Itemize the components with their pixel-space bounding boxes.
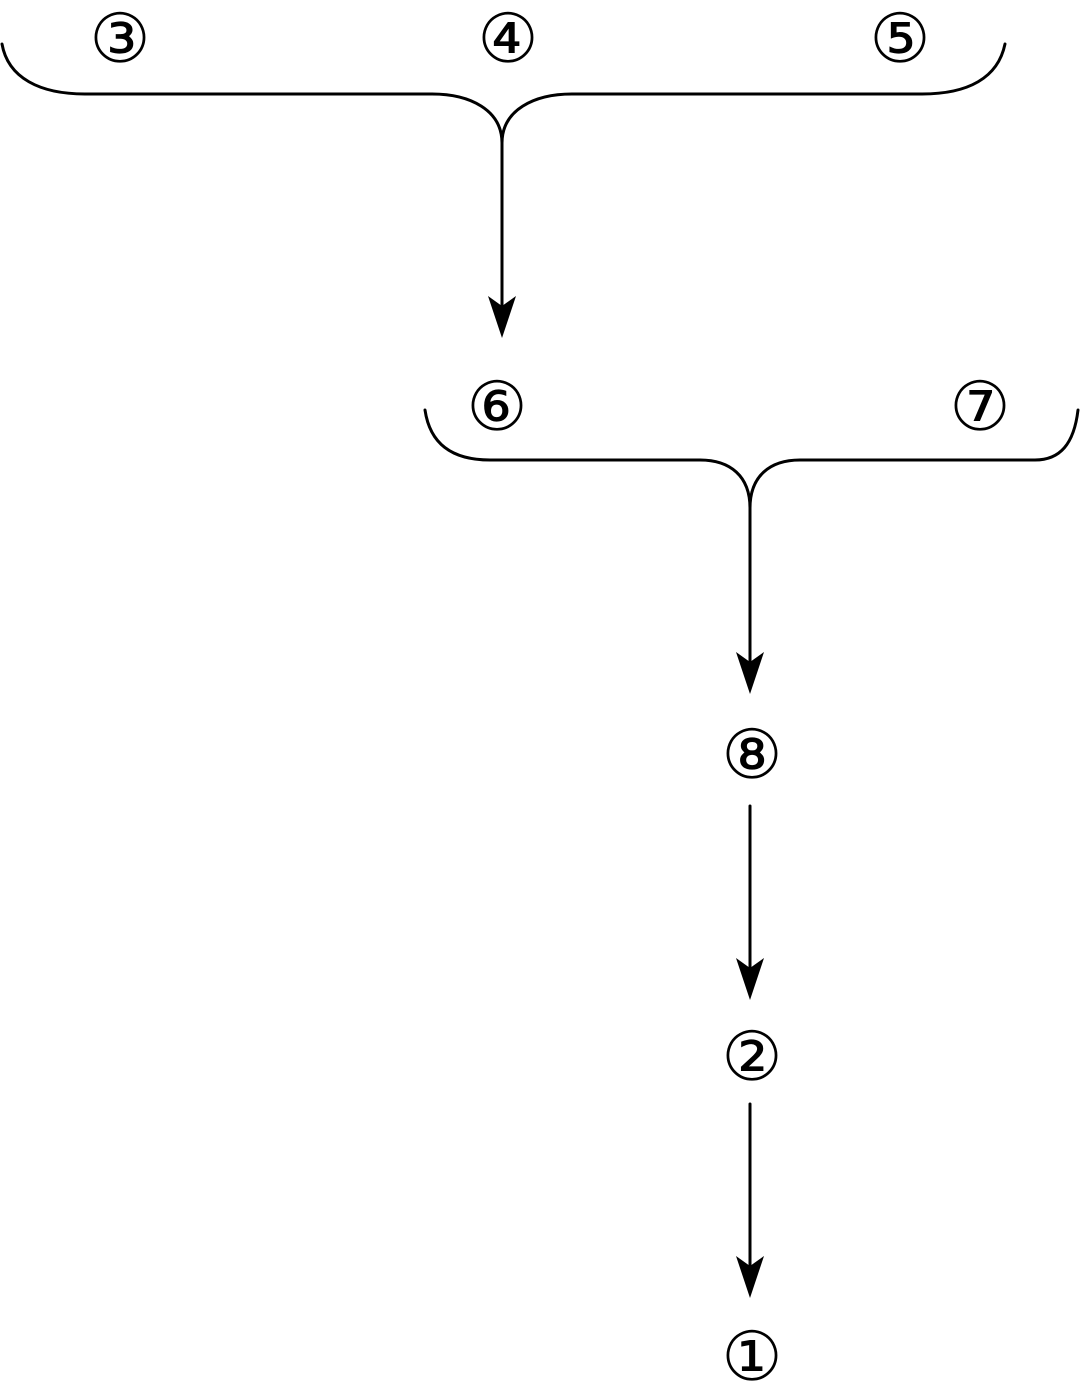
node-8: ⑧ (722, 716, 783, 795)
arrowhead-3 (736, 958, 764, 1000)
node-4: ④ (478, 0, 539, 79)
node-2: ② (722, 1018, 783, 1097)
arrowhead-1 (488, 296, 516, 338)
node-1: ① (722, 1318, 783, 1397)
node-3: ③ (90, 0, 151, 79)
node-5: ⑤ (870, 0, 931, 79)
arrowhead-4 (736, 1256, 764, 1298)
node-6: ⑥ (467, 368, 528, 447)
node-7: ⑦ (950, 368, 1011, 447)
arrowhead-2 (736, 652, 764, 694)
